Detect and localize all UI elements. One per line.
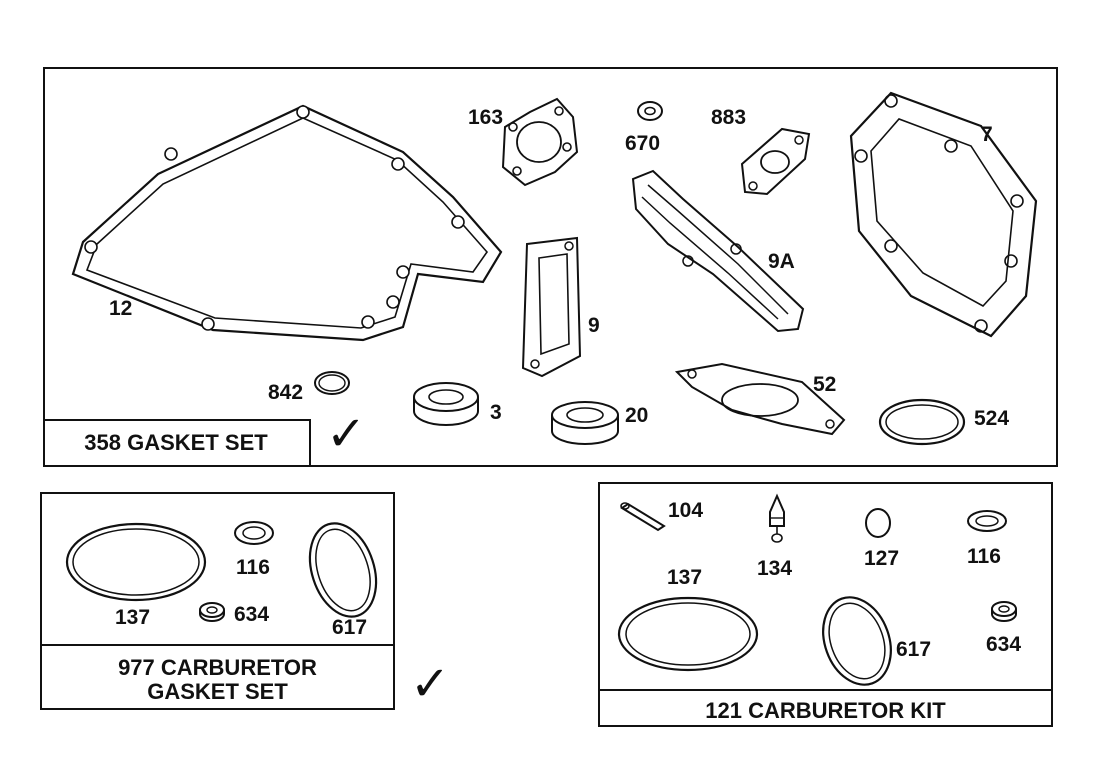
- part-883-gasket: [737, 124, 817, 199]
- checkmark-1: ✓: [326, 406, 367, 462]
- part-104-pin: [618, 500, 668, 536]
- checkmark-2: ✓: [410, 656, 451, 712]
- part-127-disc: [862, 506, 894, 540]
- part-52-gasket: [672, 362, 847, 437]
- part-524-ring: [877, 397, 967, 447]
- part-617-ring: [304, 518, 382, 623]
- label-524: 524: [974, 407, 1010, 430]
- part-842-oring: [312, 369, 352, 397]
- label-617-kit: 617: [896, 638, 932, 661]
- carb-kit-panel: 104 134 127 116 137 617 634 121 CARBURET…: [598, 482, 1053, 727]
- label-670: 670: [625, 132, 661, 155]
- part-116-washer: [232, 519, 277, 547]
- label-137: 137: [115, 606, 151, 629]
- label-9: 9: [588, 314, 600, 337]
- part-7-head-gasket: [841, 91, 1046, 341]
- part-634-washer-kit: [989, 600, 1019, 624]
- part-163-gasket: [495, 97, 585, 187]
- label-634-kit: 634: [986, 633, 1022, 656]
- carb-gasket-set-title-line1: 977 CARBURETOR: [118, 655, 317, 680]
- carb-gasket-set-panel: 137 116 634 617 977 CARBURETOR GASKET SE…: [40, 492, 395, 710]
- part-670-washer: [635, 99, 665, 123]
- part-617-ring-kit: [817, 592, 897, 690]
- label-134: 134: [757, 557, 793, 580]
- label-7: 7: [981, 123, 993, 146]
- label-104: 104: [668, 499, 704, 522]
- label-842: 842: [268, 381, 304, 404]
- label-3: 3: [490, 401, 502, 424]
- gasket-set-panel: 12 163 670 883 7: [43, 67, 1058, 467]
- part-134-needle: [764, 494, 790, 549]
- part-20-seal: [548, 399, 623, 449]
- gasket-set-title-box: 358 GASKET SET: [43, 419, 311, 467]
- carb-gasket-set-title-line2: GASKET SET: [147, 679, 288, 704]
- part-137-ring-kit: [616, 594, 761, 674]
- part-3-seal: [411, 379, 481, 429]
- label-9a: 9A: [768, 250, 795, 273]
- label-617: 617: [332, 616, 368, 639]
- part-137-ring: [64, 520, 209, 605]
- label-634: 634: [234, 603, 270, 626]
- label-127: 127: [864, 547, 900, 570]
- carb-gasket-set-title-box: 977 CARBURETOR GASKET SET: [42, 644, 393, 708]
- label-137-kit: 137: [667, 566, 703, 589]
- label-52: 52: [813, 373, 837, 396]
- part-116-washer-kit: [965, 508, 1009, 534]
- part-9-gasket: [517, 236, 587, 381]
- part-12-crankcase-gasket: [63, 102, 503, 342]
- part-9a-gasket: [628, 169, 808, 334]
- label-116: 116: [236, 556, 270, 579]
- label-20: 20: [625, 404, 649, 427]
- carb-kit-title-box: 121 CARBURETOR KIT: [600, 689, 1051, 725]
- part-634-washer: [197, 601, 227, 623]
- label-883: 883: [711, 106, 747, 129]
- label-163: 163: [468, 106, 504, 129]
- gasket-set-title: 358 GASKET SET: [84, 430, 268, 455]
- carb-kit-title: 121 CARBURETOR KIT: [705, 698, 946, 723]
- label-116-kit: 116: [967, 545, 1001, 568]
- label-12: 12: [109, 297, 133, 320]
